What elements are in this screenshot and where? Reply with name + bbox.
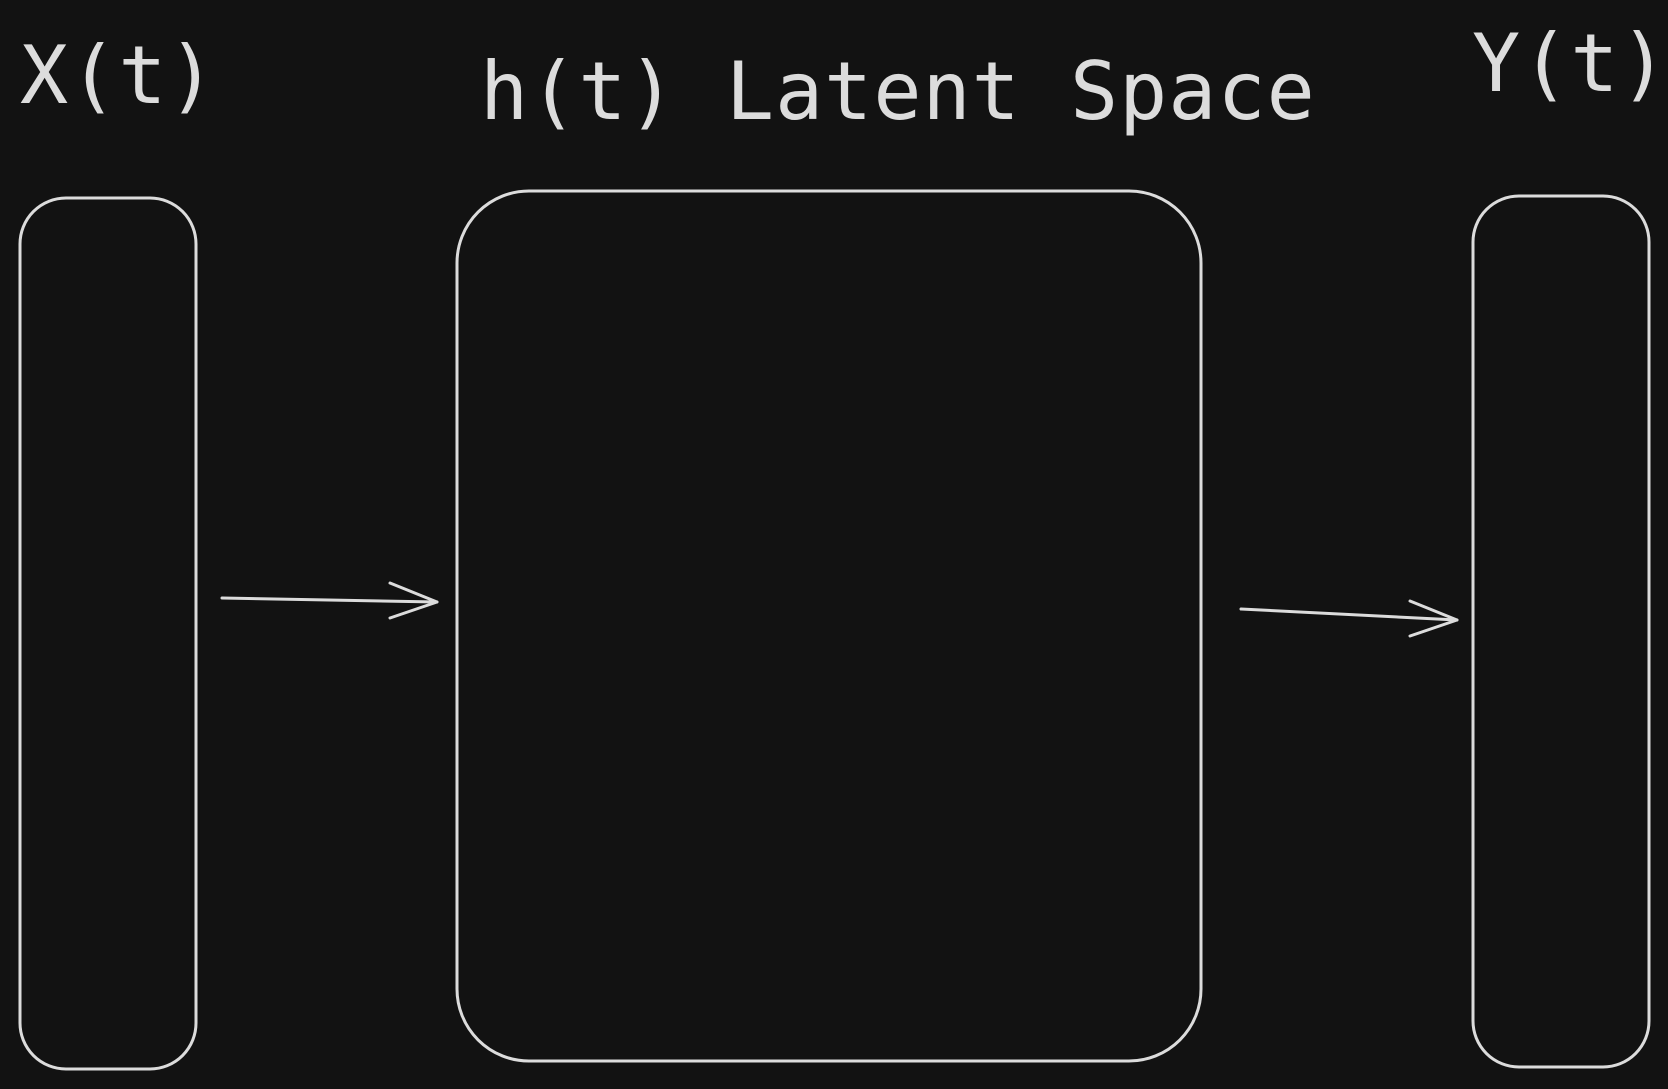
latent-space-box [455, 189, 1203, 1063]
input-label: X(t) [20, 29, 217, 122]
input-to-latent-arrow [220, 581, 439, 620]
latent-space-label: h(t) Latent Space [480, 45, 1316, 138]
latent-to-output-arrow [1239, 599, 1459, 638]
input-box [18, 196, 198, 1071]
output-label: Y(t) [1472, 17, 1668, 110]
output-box [1471, 194, 1651, 1069]
